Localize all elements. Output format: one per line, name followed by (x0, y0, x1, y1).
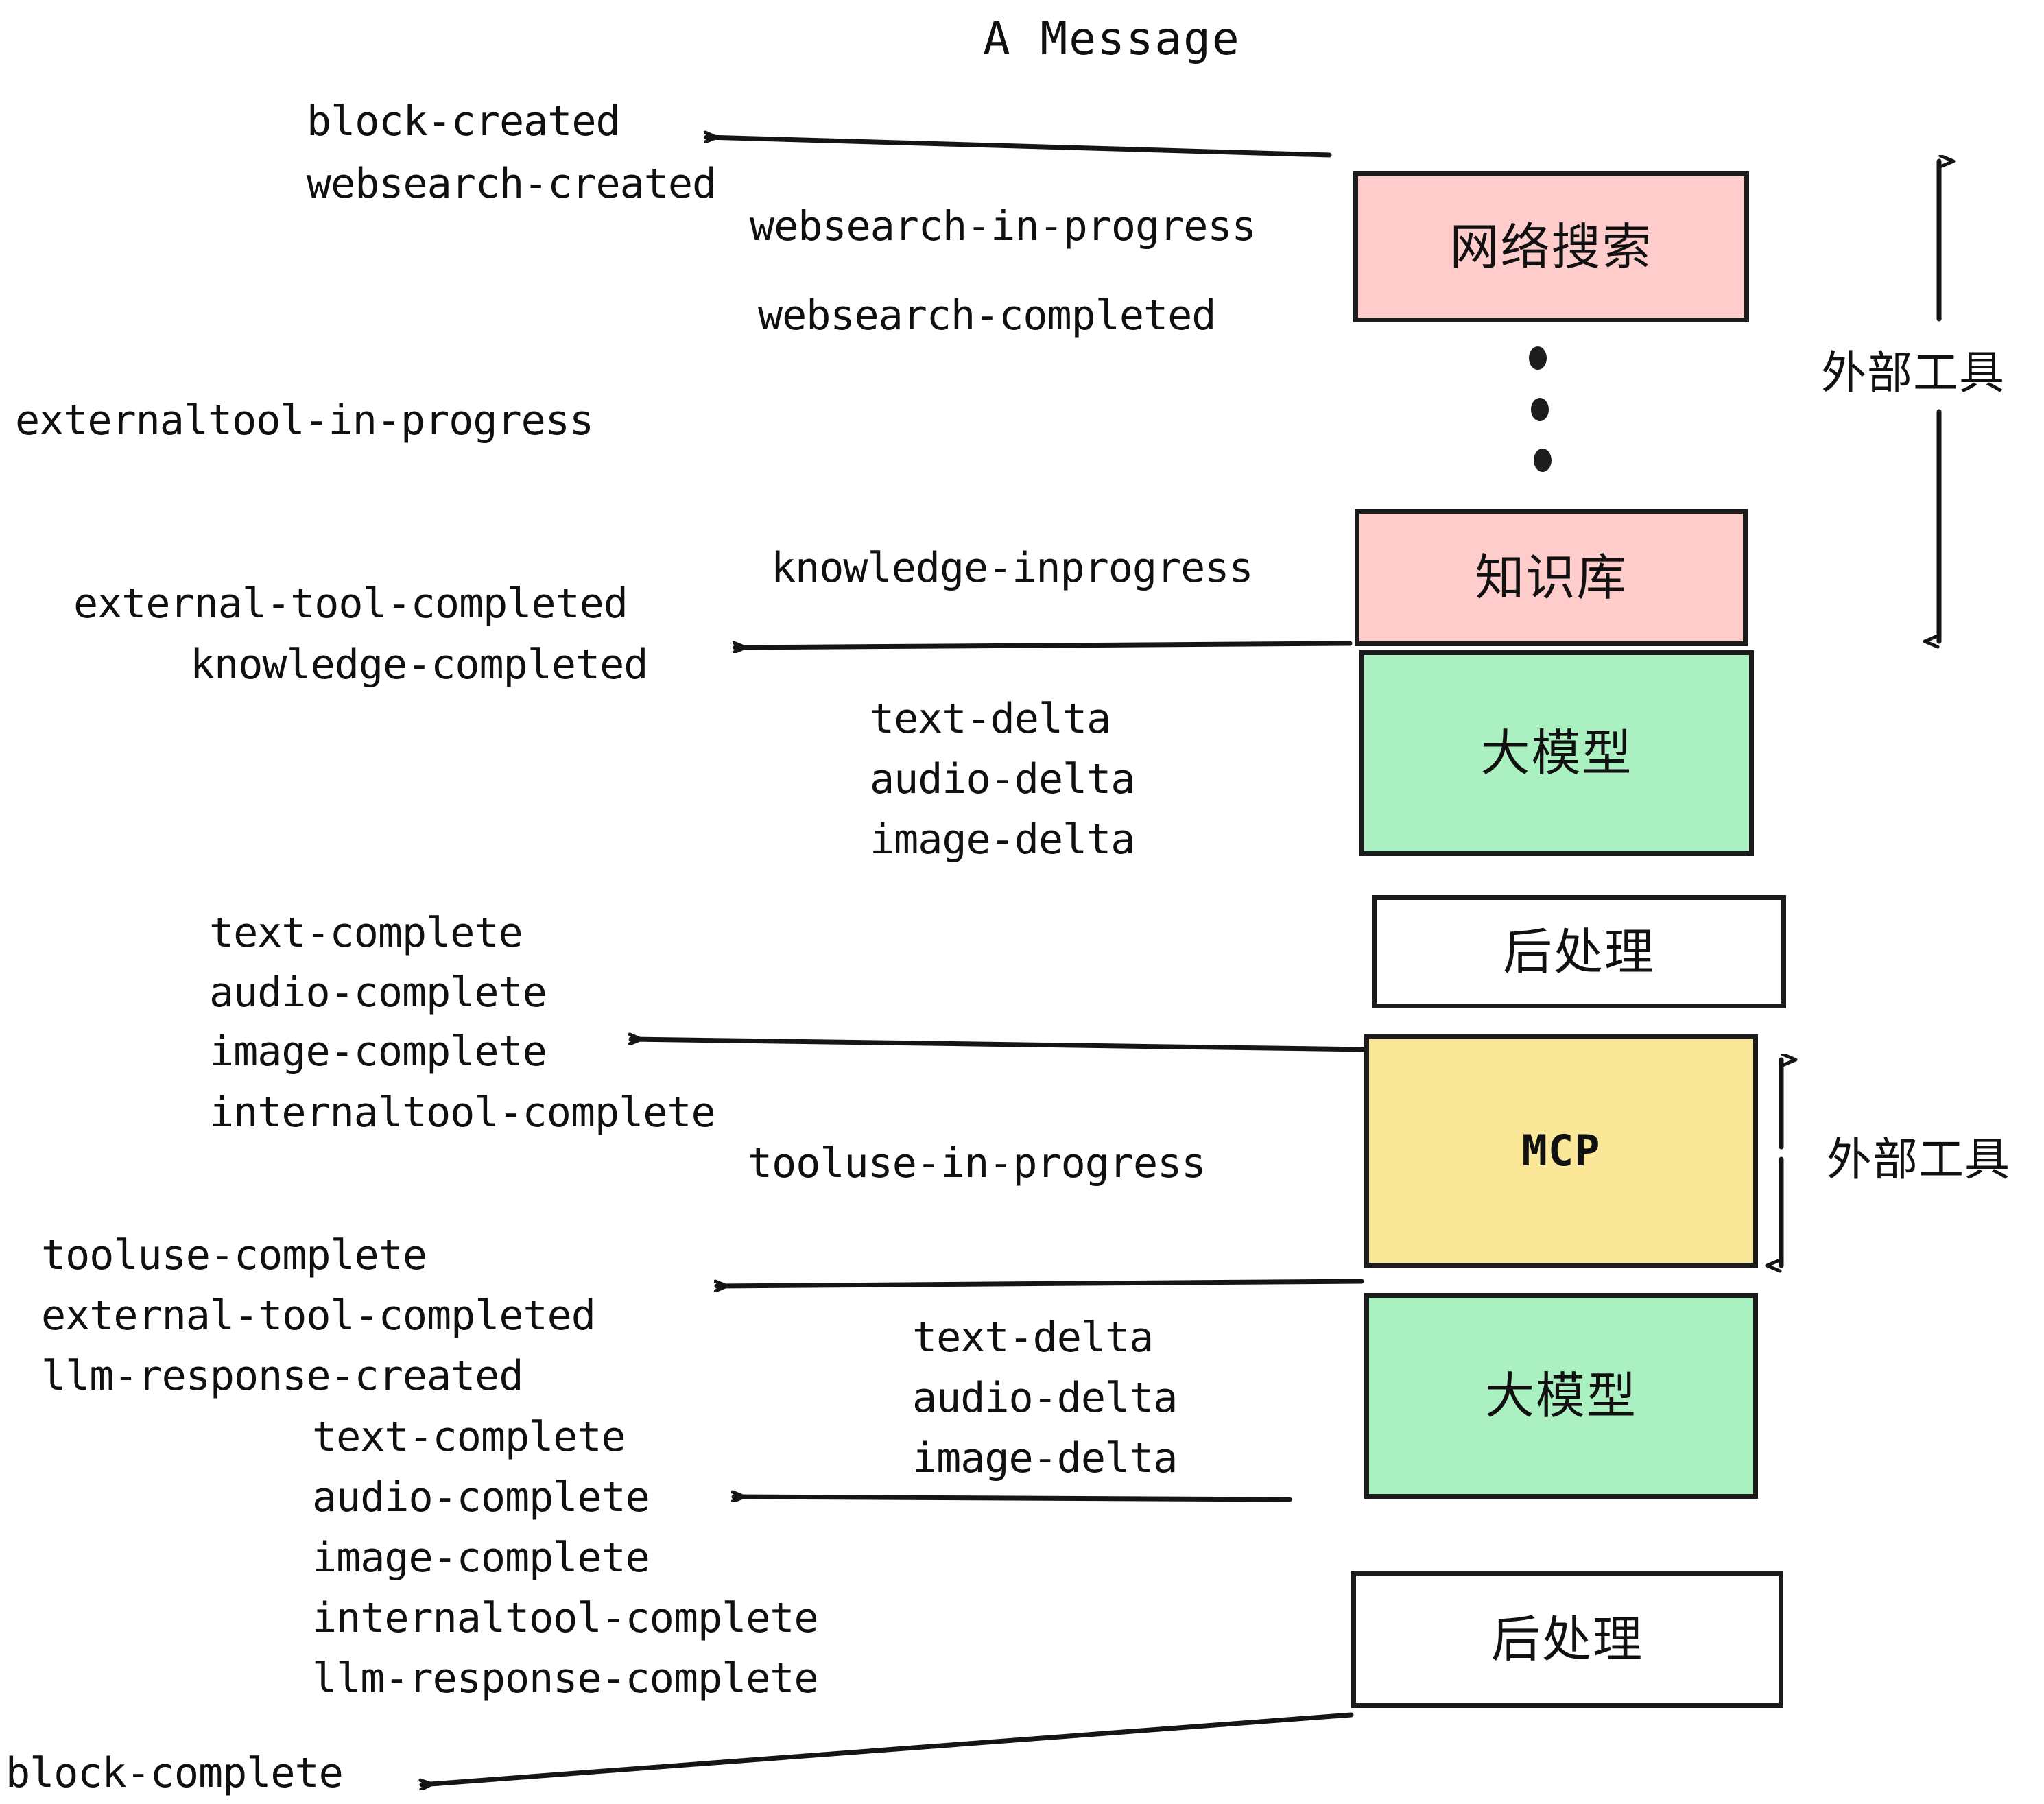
event-text-delta-2: text-delta (912, 1314, 1154, 1362)
event-audio-complete-1: audio-complete (209, 969, 547, 1017)
node-websearch-label: 网络搜索 (1449, 218, 1653, 276)
node-mcp: MCP (1364, 1034, 1758, 1268)
event-internaltool-complete-1: internaltool-complete (209, 1089, 716, 1137)
arrow-mcp-to-tooluse-complete (717, 1279, 1364, 1286)
node-post-top: 后处理 (1372, 895, 1786, 1008)
node-post-top-label: 后处理 (1502, 923, 1655, 981)
event-audio-delta-2: audio-delta (912, 1374, 1178, 1422)
event-text-complete-2: text-complete (312, 1413, 626, 1461)
page-title: A Message (983, 12, 1241, 65)
arrow-knowledge-to-knowledge-completed (735, 641, 1353, 648)
event-internaltool-complete-2: internaltool-complete (312, 1594, 819, 1642)
arrow-llm-to-audio-complete (734, 1497, 1292, 1499)
node-knowledge-label: 知识库 (1475, 549, 1628, 606)
event-externaltool-in-progress: externaltool-in-progress (15, 396, 594, 444)
event-websearch-in-progress: websearch-in-progress (750, 202, 1257, 250)
event-external-tool-completed-1: external-tool-completed (73, 580, 628, 628)
event-block-complete: block-complete (5, 1749, 344, 1797)
event-tooluse-complete: tooluse-complete (41, 1231, 427, 1279)
event-tooluse-in-progress: tooluse-in-progress (748, 1139, 1206, 1187)
node-knowledge: 知识库 (1355, 509, 1748, 646)
vertical-ellipsis-icon (1529, 346, 1552, 472)
event-image-delta-2: image-delta (912, 1434, 1178, 1482)
event-image-complete-1: image-complete (209, 1028, 547, 1076)
event-image-complete-2: image-complete (312, 1534, 650, 1582)
event-knowledge-inprogress: knowledge-inprogress (771, 544, 1253, 592)
node-mcp-label: MCP (1521, 1126, 1601, 1176)
event-audio-complete-2: audio-complete (312, 1473, 650, 1521)
arrow-post-to-block-complete (422, 1712, 1354, 1785)
arrow-websearch-to-block-created (706, 137, 1332, 158)
event-text-delta-1: text-delta (870, 695, 1111, 743)
event-text-complete-1: text-complete (209, 909, 523, 957)
event-block-created: block-created (307, 97, 621, 145)
arrow-post-to-image-complete (631, 1039, 1371, 1052)
node-post-bottom-label: 后处理 (1490, 1611, 1643, 1668)
event-external-tool-completed-2: external-tool-completed (41, 1292, 596, 1340)
node-llm-bottom-label: 大模型 (1484, 1367, 1637, 1425)
node-llm-top-label: 大模型 (1480, 724, 1633, 782)
event-llm-response-complete: llm-response-complete (312, 1654, 819, 1702)
node-llm-bottom: 大模型 (1364, 1293, 1758, 1499)
event-knowledge-completed: knowledge-completed (190, 641, 648, 689)
side-label-external-tools-top: 外部工具 (1821, 346, 2005, 399)
event-websearch-completed: websearch-completed (758, 292, 1216, 340)
node-websearch: 网络搜索 (1353, 171, 1749, 322)
event-llm-response-created: llm-response-created (41, 1352, 523, 1400)
node-post-bottom: 后处理 (1351, 1571, 1783, 1708)
event-websearch-created: websearch-created (307, 160, 717, 208)
event-audio-delta-1: audio-delta (870, 755, 1135, 803)
event-image-delta-1: image-delta (870, 816, 1135, 864)
side-label-external-tools-bottom: 外部工具 (1827, 1133, 2010, 1186)
node-llm-top: 大模型 (1359, 650, 1754, 856)
